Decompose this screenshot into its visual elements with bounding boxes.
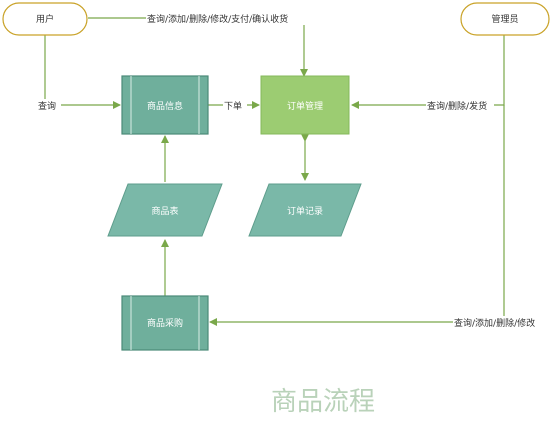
admin-label: 管理员 <box>491 13 518 25</box>
product-info-label: 商品信息 <box>147 100 183 112</box>
edge-label-user-to-product: 查询 <box>38 100 56 112</box>
user-terminator[interactable]: 用户 <box>2 2 88 36</box>
edge-label-admin-to-order: 查询/删除/发货 <box>427 100 487 112</box>
edge-label-admin-to-purchase: 查询/添加/删除/修改 <box>454 317 535 329</box>
edge-label-user-to-order: 查询/添加/删除/修改/支付/确认收货 <box>147 13 288 25</box>
diagram-title: 商品流程 <box>271 387 375 417</box>
product-info-node[interactable]: 商品信息 <box>121 75 209 135</box>
edge-label-bg <box>146 11 306 25</box>
order-management-label: 订单管理 <box>287 100 323 112</box>
order-record-label: 订单记录 <box>287 205 323 217</box>
edge-label-bg <box>453 316 547 329</box>
product-table-label: 商品表 <box>151 205 178 217</box>
product-purchase-node[interactable]: 商品采购 <box>121 295 209 351</box>
product-table-node[interactable]: 商品表 <box>107 183 223 237</box>
order-record-node[interactable]: 订单记录 <box>248 183 362 237</box>
edge-label-product-to-order: 下单 <box>224 100 242 112</box>
edge-label-bg <box>426 99 494 112</box>
edge-label-bg <box>223 99 247 112</box>
edge-admin-to-order <box>351 35 505 109</box>
user-label: 用户 <box>36 13 54 25</box>
product-purchase-label: 商品采购 <box>147 317 183 329</box>
edge-admin-to-purchase <box>209 105 505 326</box>
edge-user-to-order <box>88 17 308 77</box>
order-management-node[interactable]: 订单管理 <box>260 75 350 135</box>
admin-terminator[interactable]: 管理员 <box>460 2 550 36</box>
edge-label-bg <box>37 99 61 112</box>
edge-user-to-product <box>44 35 121 109</box>
